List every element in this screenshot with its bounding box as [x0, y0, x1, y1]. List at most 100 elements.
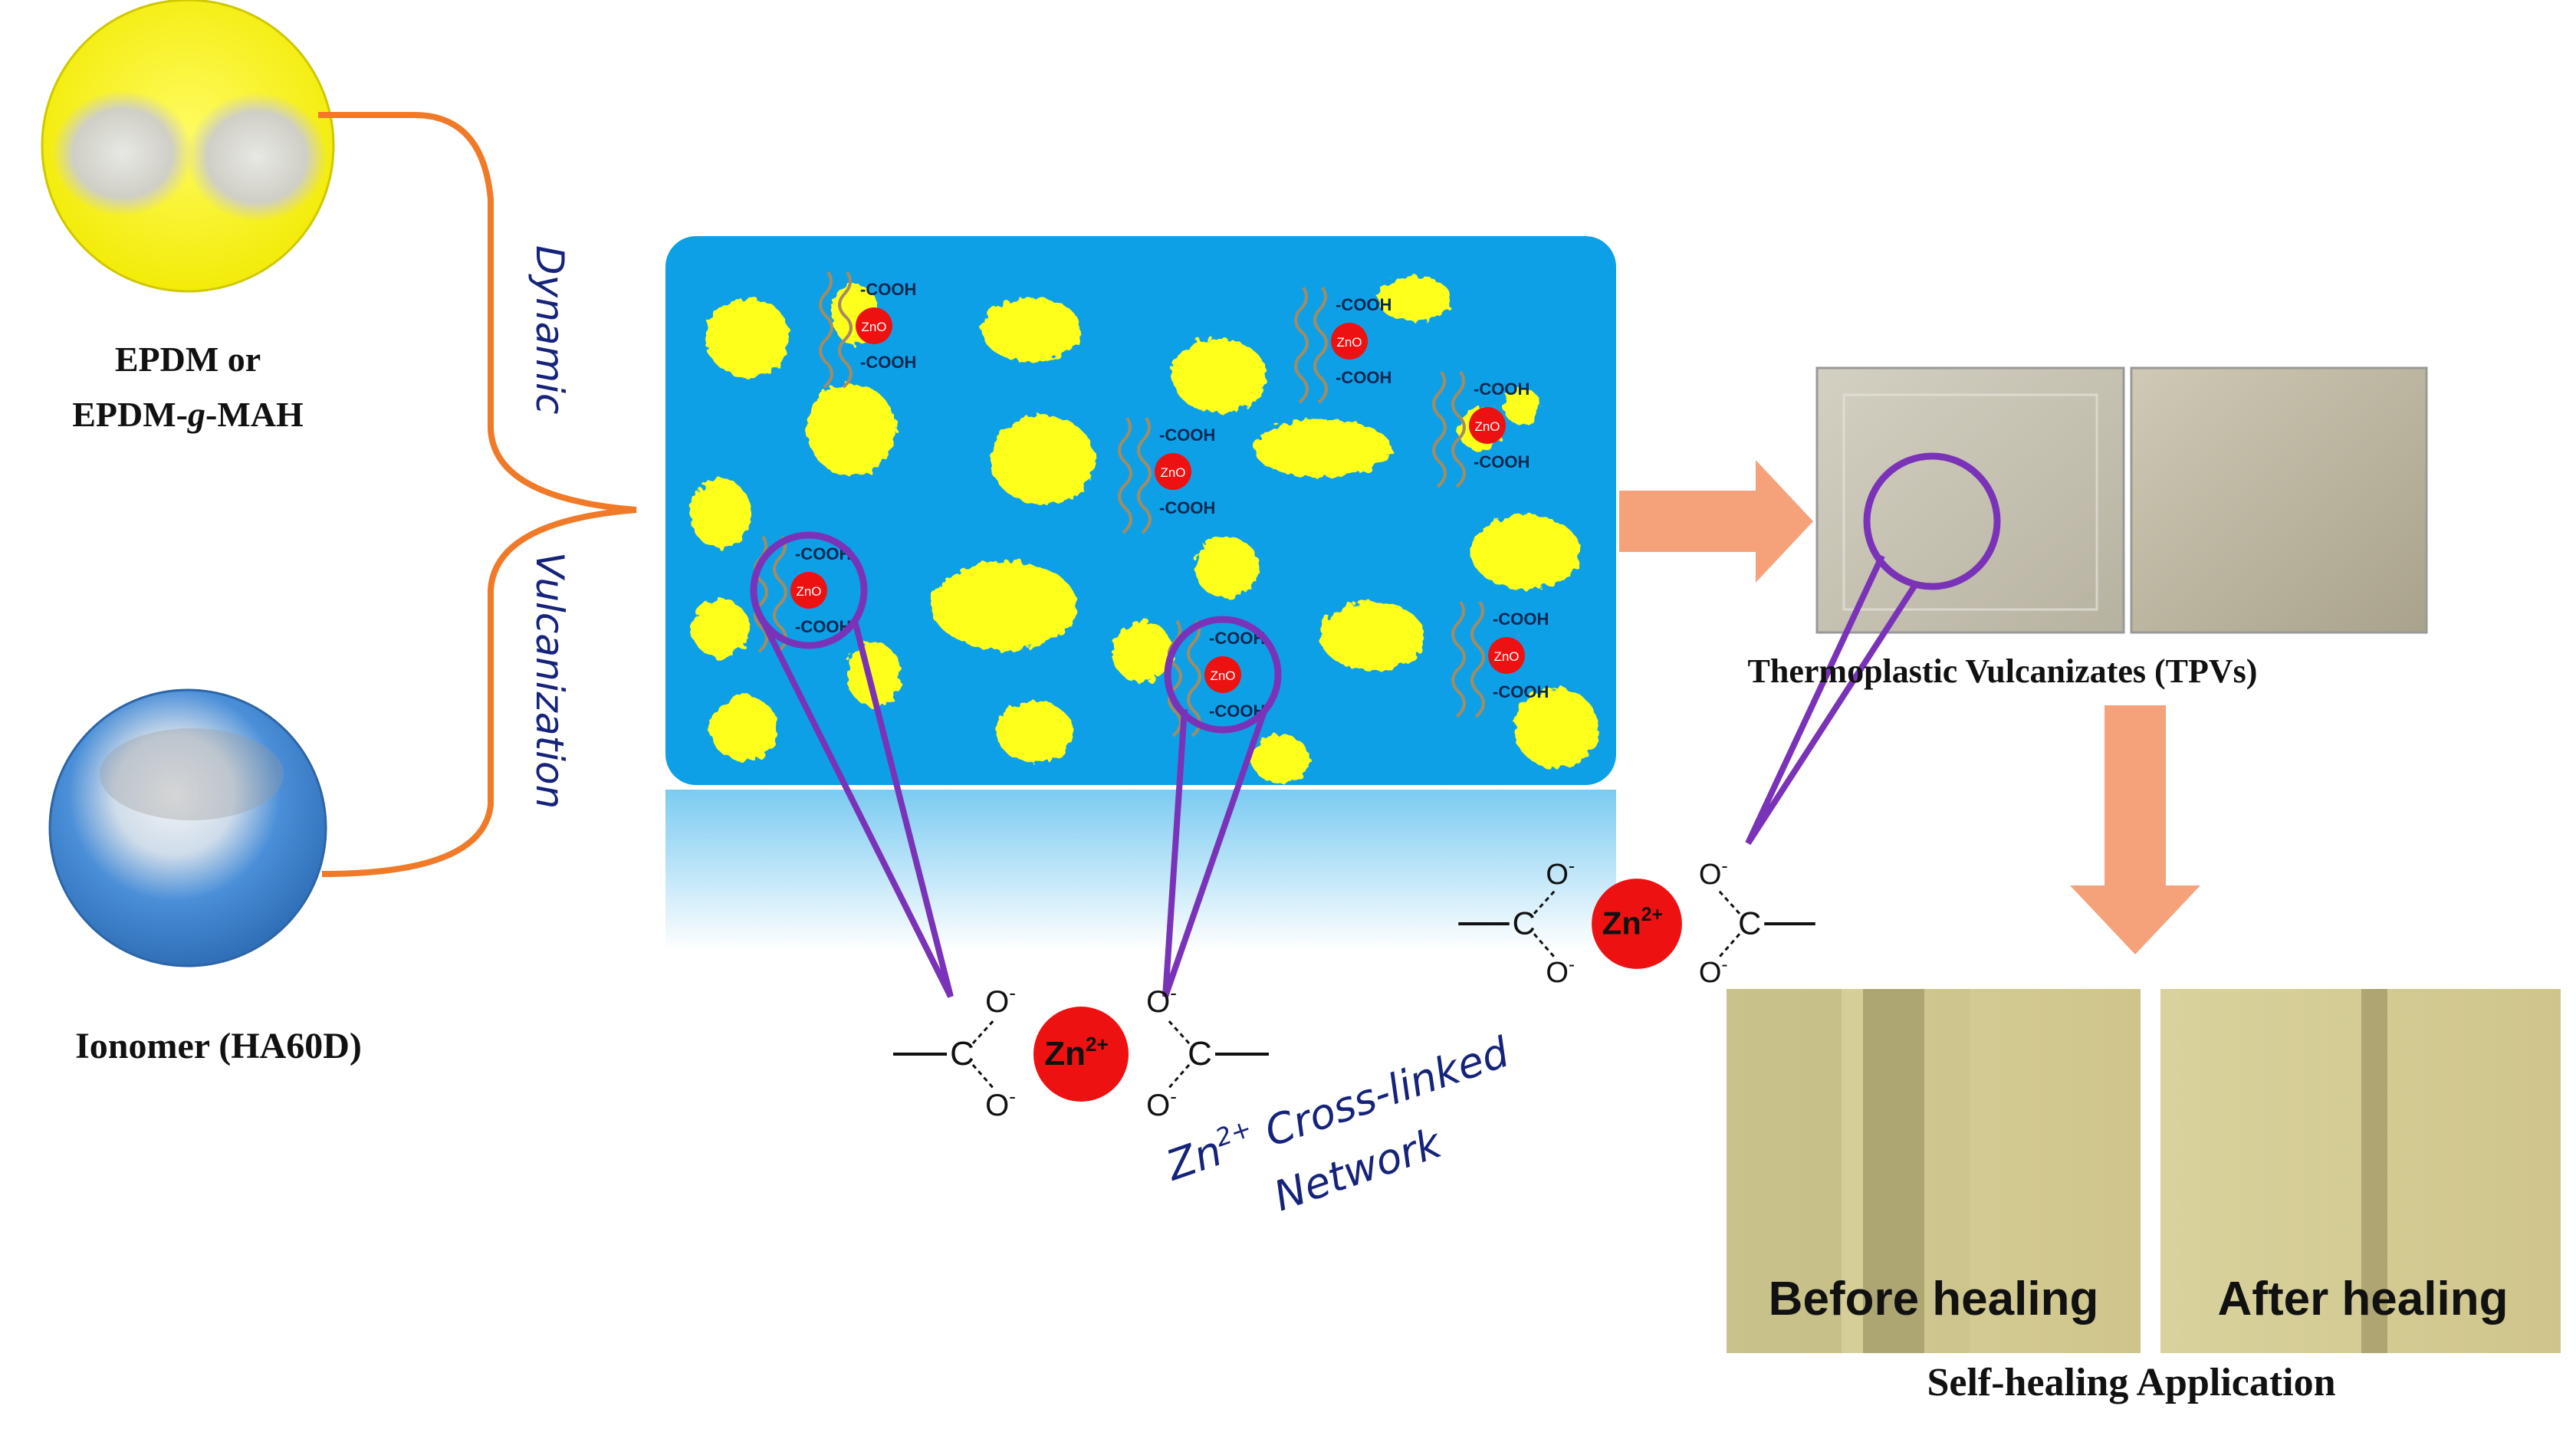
zn-ion	[1033, 1007, 1129, 1102]
coordination-bond	[1166, 1064, 1191, 1090]
cooh-label: -COOH	[860, 280, 916, 299]
zno-particle	[1488, 637, 1525, 674]
rubber-particle	[1112, 621, 1173, 682]
cooh-label: -COOH	[1336, 295, 1392, 314]
rubber-particle	[1378, 276, 1451, 322]
coordination-bond	[1166, 1018, 1191, 1045]
right-arrow-icon	[1619, 460, 1813, 583]
rubber-particle	[981, 297, 1081, 362]
ionomer-sphere	[48, 688, 327, 967]
after-healing-label: After healing	[2218, 1273, 2509, 1326]
oxygen-atom: O-	[985, 1085, 1016, 1122]
cooh-label: -COOH	[1474, 452, 1530, 471]
cooh-label: -COOH	[1474, 379, 1530, 399]
magnifier-circle-tpv	[1863, 452, 2001, 590]
before-healing-photo	[1727, 989, 2141, 1353]
polymer-chain	[773, 535, 787, 653]
zno-label: ZnO	[796, 584, 821, 599]
zno-particle	[1469, 407, 1506, 444]
zno-particle	[790, 572, 827, 609]
oxygen-atom: O-	[1146, 981, 1177, 1019]
rubber-particle	[705, 297, 790, 377]
polymer-chain	[1118, 416, 1132, 534]
rubber-particle	[1171, 339, 1267, 412]
zno-label: ZnO	[1160, 465, 1185, 480]
tpv-photo-opaque	[2130, 366, 2428, 634]
blend-matrix	[665, 236, 1616, 785]
before-healing-label: Before healing	[1769, 1273, 2099, 1326]
epdm-label-line2: EPDM-g-MAH	[72, 395, 304, 434]
polymer-chain	[1313, 286, 1328, 404]
cooh-label: -COOH	[860, 353, 916, 372]
zn-label: Zn2+	[1044, 1033, 1108, 1073]
matrix-reflection	[665, 790, 1616, 951]
polymer-chain	[1137, 416, 1152, 534]
rubber-particle	[991, 416, 1095, 504]
magnifier-cone-left	[760, 619, 954, 998]
process-word-vulcanization: Vulcanization	[527, 552, 572, 809]
magnifier-cone-tpv	[1745, 554, 1920, 846]
ionomer-label: Ionomer (HA60D)	[75, 1026, 362, 1066]
zno-label: ZnO	[861, 320, 886, 334]
tpv-photo-inner-edge	[1842, 393, 2098, 611]
magnifier-circle-middle	[1164, 616, 1282, 734]
coordination-bond	[1718, 933, 1741, 958]
cooh-label: -COOH	[1159, 498, 1215, 517]
polymer-chain	[1451, 370, 1466, 488]
polymer-chain	[1294, 286, 1309, 404]
coordination-bond	[971, 1018, 996, 1045]
rubber-particle	[1470, 515, 1581, 589]
zno-label: ZnO	[1493, 649, 1519, 664]
polymer-chain	[1451, 600, 1466, 718]
rubber-particle	[807, 383, 895, 475]
rubber-particle	[1194, 537, 1259, 598]
magnifier-cone-middle	[1162, 708, 1268, 998]
process-word-dynamic: Dynamic	[527, 245, 572, 415]
oxygen-atom: O-	[1699, 856, 1728, 891]
coordination-bond	[1533, 933, 1556, 958]
tpv-label: Thermoplastic Vulcanizates (TPVs)	[1748, 652, 2258, 690]
cooh-label: -COOH	[1493, 609, 1549, 629]
polymer-chain	[819, 271, 833, 389]
coordination-bond	[1533, 890, 1556, 915]
down-arrow-icon	[2070, 705, 2200, 954]
zno-label: ZnO	[1336, 335, 1362, 350]
rubber-particle	[932, 561, 1077, 650]
oxygen-atom: O-	[1546, 954, 1575, 989]
oxygen-atom: O-	[1146, 1085, 1177, 1122]
carbon-atom: C	[1188, 1035, 1212, 1073]
zno-label: ZnO	[1210, 669, 1235, 683]
cooh-label: -COOH	[1493, 682, 1549, 701]
oxygen-atom: O-	[985, 981, 1016, 1019]
zno-particle	[1331, 323, 1368, 360]
magnifier-circle-left	[750, 531, 868, 649]
carbon-atom: C	[1513, 905, 1536, 941]
polymer-chain	[1187, 619, 1201, 737]
rubber-particle	[997, 701, 1073, 763]
zn-ion	[1592, 879, 1682, 969]
coordination-bond	[971, 1064, 996, 1090]
rubber-particle	[847, 642, 901, 707]
oxygen-atom: O-	[1546, 856, 1575, 891]
rubber-particle	[1514, 688, 1598, 768]
rubber-particle	[709, 696, 778, 760]
zno-particle	[1155, 453, 1191, 490]
epdm-label-line1: EPDM or	[115, 340, 261, 379]
cooh-label: -COOH	[1159, 425, 1215, 445]
rubber-particle	[1503, 388, 1540, 425]
connector-bracket	[318, 112, 637, 877]
zno-label: ZnO	[1474, 419, 1500, 434]
zn-label: Zn2+	[1602, 905, 1663, 941]
zno-particle	[1204, 656, 1241, 693]
coordination-bond	[1718, 890, 1741, 915]
polymer-chain	[1432, 370, 1447, 488]
polymer-chain	[838, 271, 853, 389]
oxygen-atom: O-	[1699, 954, 1728, 989]
after-healing-photo	[2160, 989, 2561, 1353]
cooh-label: -COOH	[1336, 368, 1392, 387]
rubber-particle	[690, 479, 751, 548]
polymer-chain	[1470, 600, 1485, 718]
zno-particle	[856, 307, 892, 344]
